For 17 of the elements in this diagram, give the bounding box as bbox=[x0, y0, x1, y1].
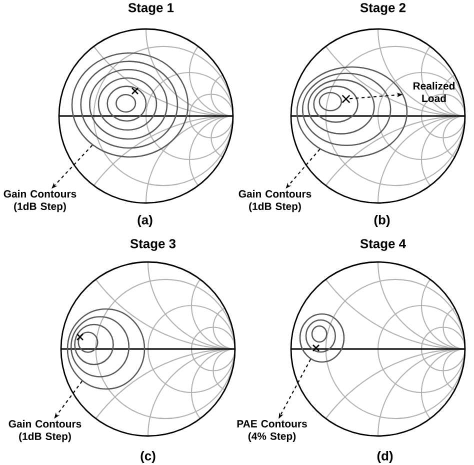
cross-mark bbox=[342, 94, 350, 104]
contour-lines bbox=[299, 313, 345, 363]
annotation-text: PAE Contours (4% Step) bbox=[237, 420, 307, 442]
panel-label: (d) bbox=[377, 450, 393, 464]
panel-label: (c) bbox=[140, 450, 156, 464]
annotation-text: Gain Contours (1dB Step) bbox=[8, 420, 82, 442]
annotation-text: Realized Load bbox=[413, 82, 455, 102]
chart-title: Stage 1 bbox=[128, 3, 174, 15]
chart-title: Stage 4 bbox=[360, 239, 406, 251]
panel-label: (a) bbox=[138, 214, 152, 228]
chart-title: Stage 2 bbox=[360, 3, 406, 15]
contour-lines bbox=[66, 308, 146, 390]
annotation-text: Gain Contours (1dB Step) bbox=[238, 190, 312, 212]
annotation-text: Gain Contours (1dB Step) bbox=[4, 190, 76, 212]
chart-title: Stage 3 bbox=[130, 239, 176, 251]
panel-label: (b) bbox=[374, 214, 390, 228]
contour-lines bbox=[71, 52, 189, 158]
